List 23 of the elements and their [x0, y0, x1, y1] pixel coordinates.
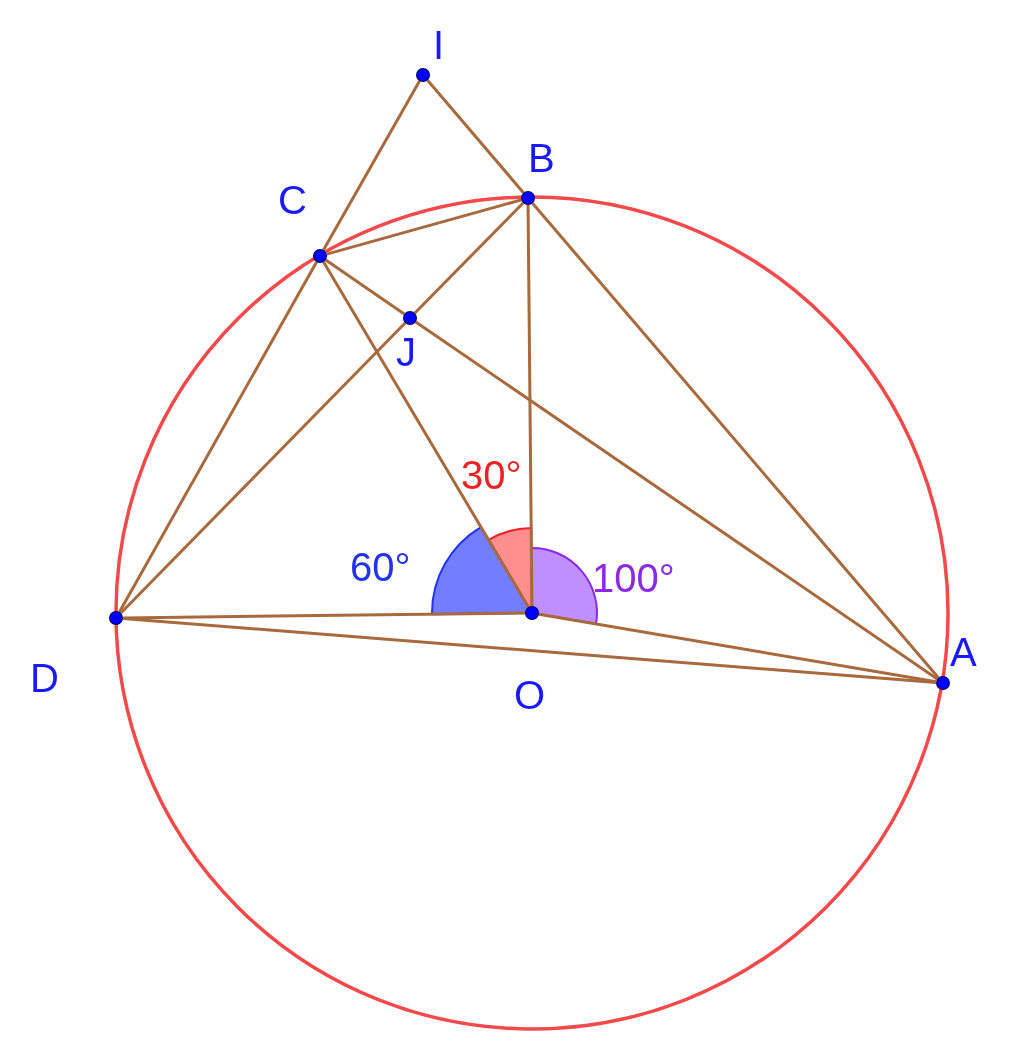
point-label: C — [278, 180, 307, 220]
point-label: A — [950, 632, 977, 672]
angle-label: 30° — [461, 455, 522, 495]
line-segment — [526, 205, 534, 606]
line-segment — [538, 612, 937, 684]
point-label: I — [433, 25, 445, 65]
line-segment — [123, 611, 525, 620]
line-segment — [414, 320, 939, 681]
point-label: D — [30, 658, 59, 698]
point-label: J — [396, 332, 416, 372]
line-segment — [322, 80, 421, 251]
line-segment — [122, 617, 937, 684]
point-label: O — [514, 675, 546, 715]
line-segment — [118, 261, 318, 613]
angle-label: 100° — [592, 558, 675, 598]
angle-label: 60° — [350, 547, 411, 587]
line-segment — [426, 79, 525, 194]
line-segment — [119, 321, 407, 615]
point-label: B — [528, 138, 555, 178]
line-segment — [322, 261, 530, 608]
line-segment — [324, 258, 406, 316]
line-segment — [326, 198, 522, 256]
line-segment — [531, 202, 940, 679]
